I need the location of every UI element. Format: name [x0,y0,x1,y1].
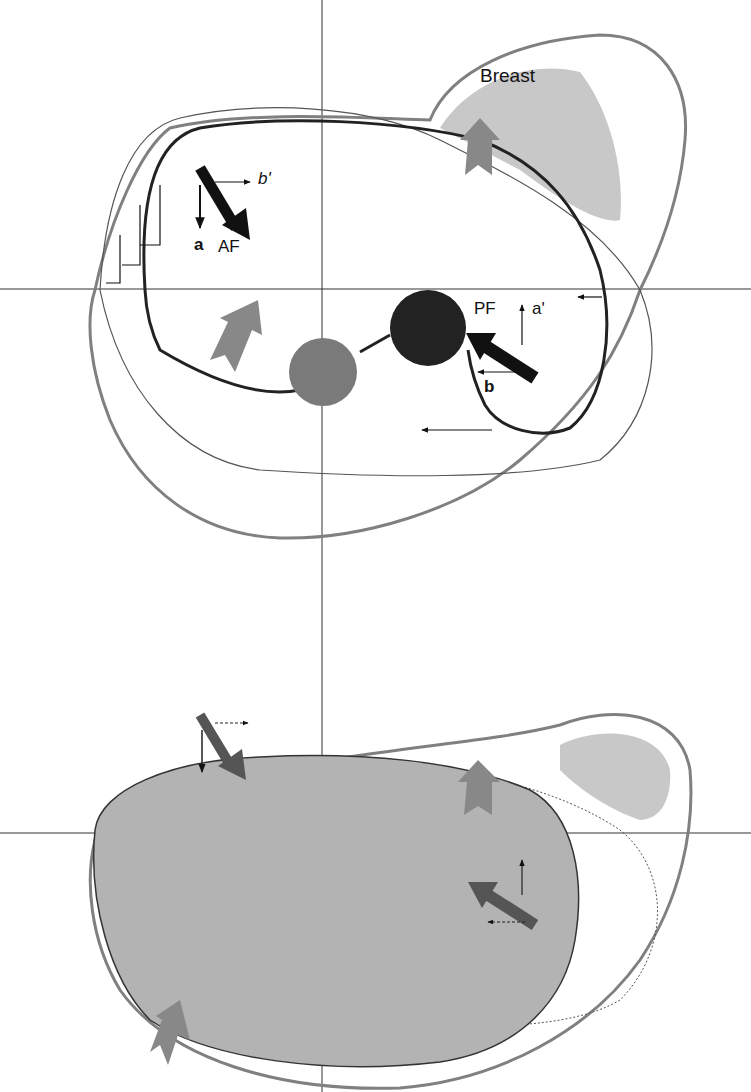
organ-outline [144,121,607,433]
body-outline-shifted [90,35,686,538]
shift-chevron [458,760,500,815]
af-force-arrow [222,208,250,240]
force-label: AF [218,238,240,255]
shift-chevron [460,118,500,175]
component-arrow [201,730,203,772]
axis-line [0,289,751,290]
component-arrow [488,922,525,923]
component-label: a' [532,300,545,317]
body-outline-shifted [90,714,691,1088]
pf-force-arrow [468,882,498,908]
organ-mass [289,338,357,406]
component-arrow [422,429,492,430]
shift-chevron [150,1000,190,1065]
component-arrow [215,723,248,724]
breast-tissue [440,69,621,221]
component-arrow [478,371,520,372]
component-arrow [521,305,522,345]
pf-force-arrow [482,344,535,378]
component-arrow [578,296,602,297]
pf-force-arrow [466,333,496,360]
force-label: PF [474,300,496,317]
region-label: Breast [480,66,535,85]
body-outline-original [100,108,652,476]
pf-force-arrow [485,893,535,925]
displacement-step [106,185,160,283]
component-label: b' [258,170,271,187]
breast-tissue [560,734,670,820]
shift-chevron [210,300,262,372]
component-label: b [484,378,494,395]
component-arrow [199,185,201,228]
af-force-arrow [218,749,246,780]
component-arrow [521,860,522,895]
component-arrow [215,181,250,182]
organ-region [94,756,579,1067]
component-label: a [194,236,203,253]
heart-mass [390,290,466,366]
